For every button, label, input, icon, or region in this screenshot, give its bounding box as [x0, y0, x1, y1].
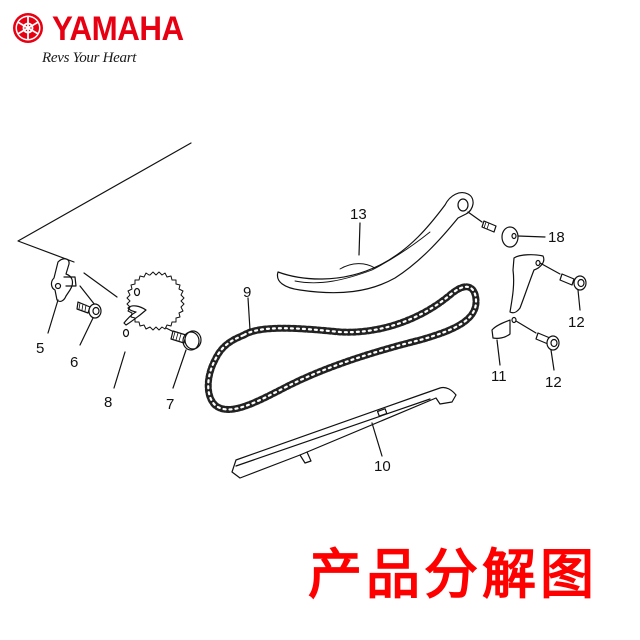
callout-12-lower: 12	[545, 374, 562, 391]
part-13-chain-guide	[276, 192, 474, 294]
callout-5: 5	[36, 340, 45, 357]
callout-9: 9	[243, 284, 252, 301]
part-12-bolt-upper	[539, 262, 587, 311]
part-6-bolt	[76, 301, 102, 346]
callout-18: 18	[548, 229, 565, 246]
part-11-tensioner-bracket	[491, 254, 545, 366]
yamaha-logo: YAMAHA Revs Your Heart	[12, 8, 212, 78]
callout-6: 6	[70, 354, 79, 371]
part-7-flange-bolt	[170, 330, 202, 389]
part-5-sprocket-plate	[47, 258, 77, 334]
tuning-forks-emblem-icon	[13, 13, 43, 43]
part-10-chain-guide	[231, 386, 457, 479]
brand-tagline: Revs Your Heart	[42, 50, 137, 66]
exploded-view-caption: 产品分解图	[308, 543, 598, 606]
part-18-pivot-bolt	[467, 211, 546, 248]
part-8-cam-sprocket	[113, 271, 185, 389]
callout-10: 10	[374, 458, 391, 475]
callout-13: 13	[350, 206, 367, 223]
callout-12-upper: 12	[568, 314, 585, 331]
callout-8: 8	[104, 394, 113, 411]
callout-7: 7	[166, 396, 175, 413]
brand-name: YAMAHA	[52, 10, 184, 48]
callout-11: 11	[491, 368, 507, 385]
part-9-timing-chain	[204, 283, 480, 413]
part-12-bolt-lower	[515, 320, 560, 371]
